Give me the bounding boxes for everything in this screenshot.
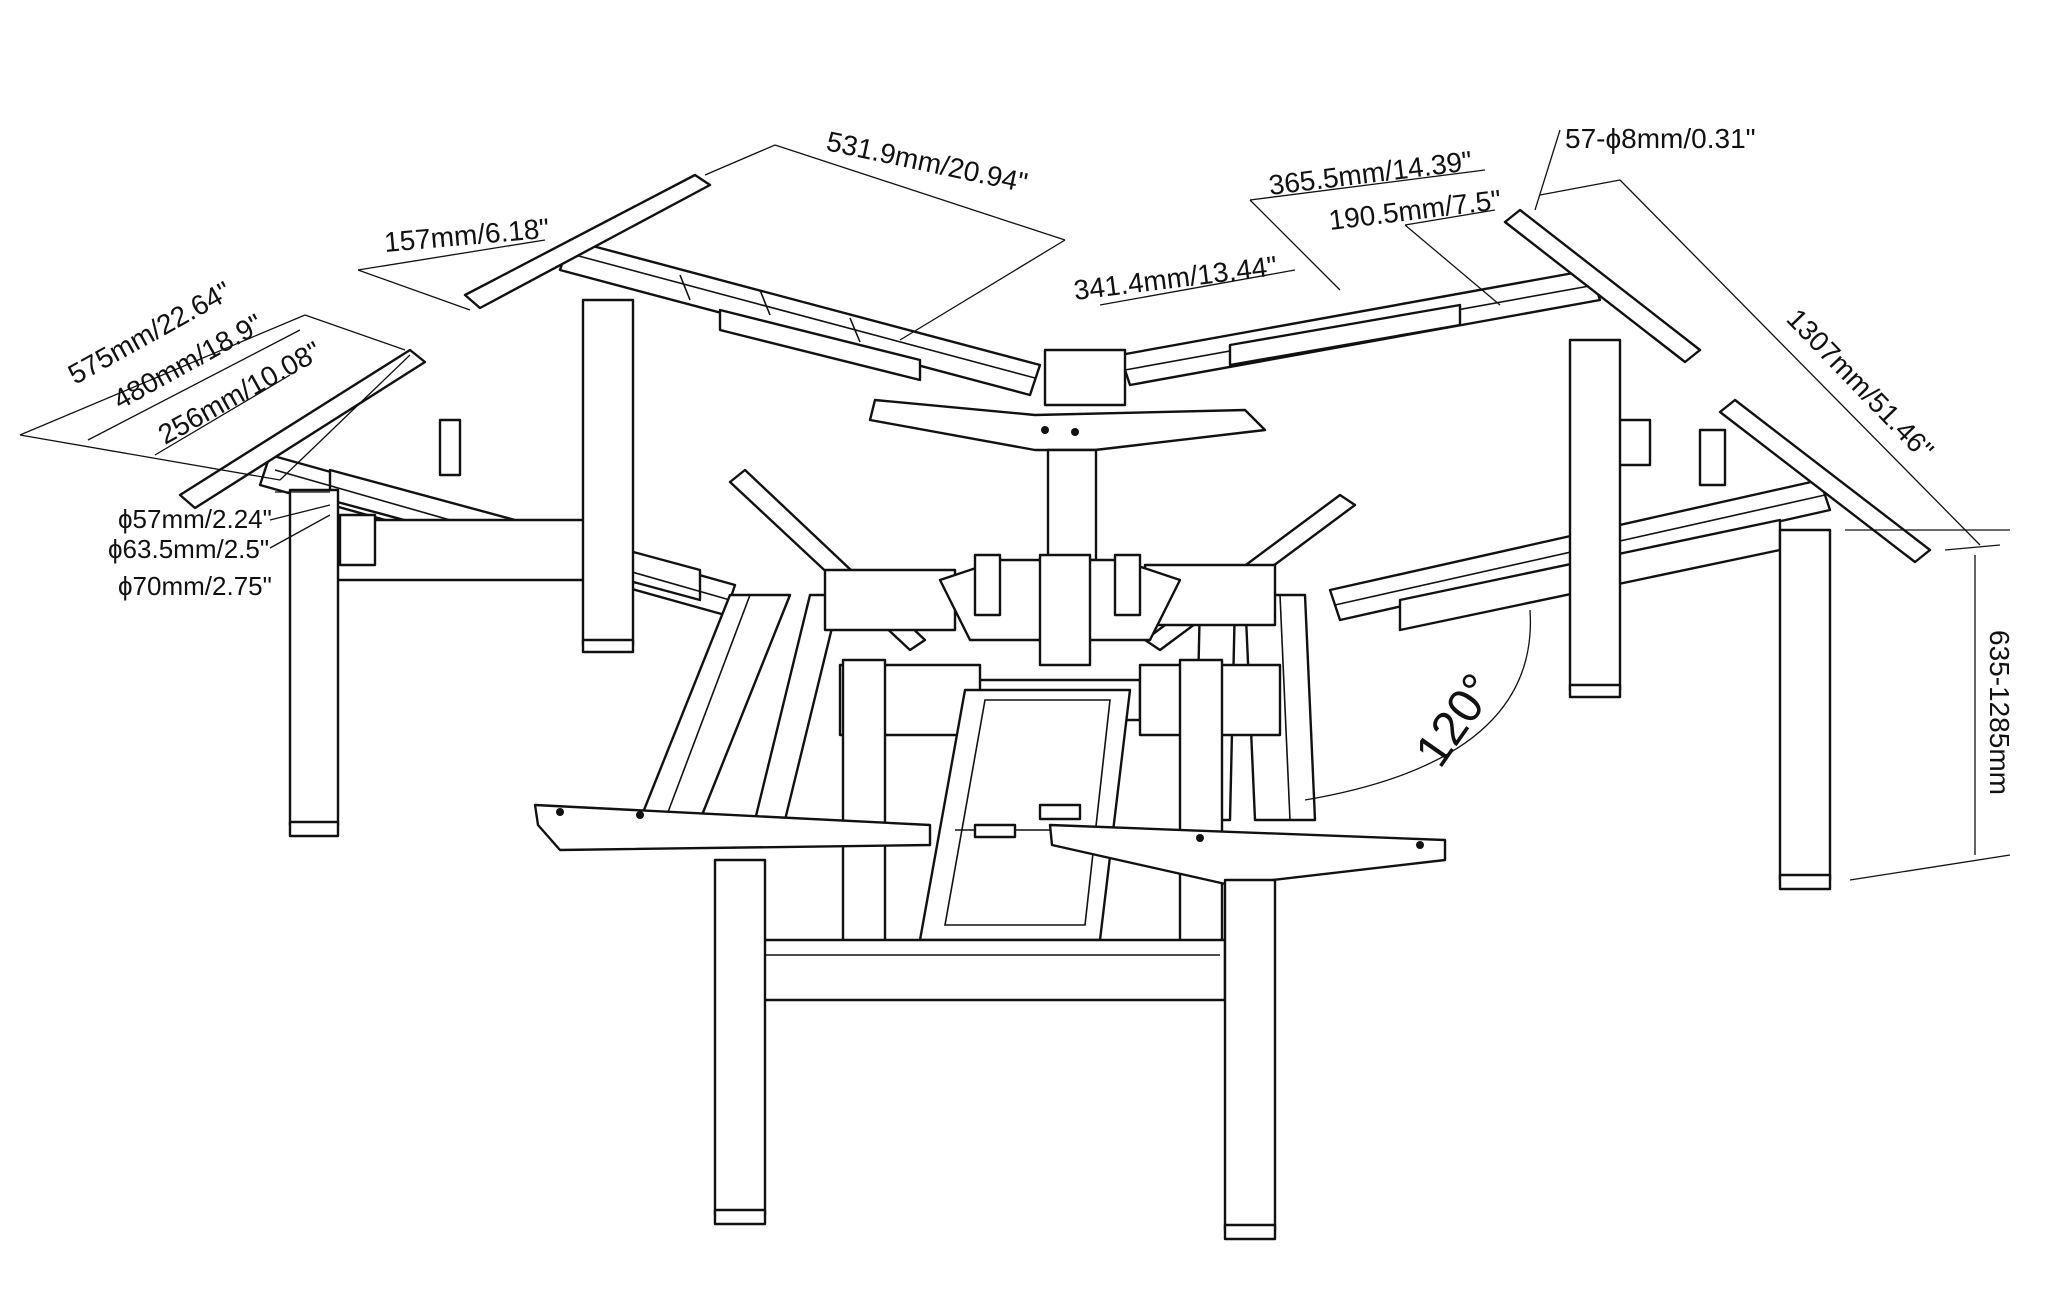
dim-1307: 1307mm/51.46" [1781,303,1940,466]
right-front-leg [1778,528,1832,882]
top-plate-right [1718,398,1932,564]
dim-holes: 57-ϕ8mm/0.31" [1565,123,1756,154]
left-arm [178,328,737,617]
front-right-arm [1143,493,1357,822]
back-left-arm [463,173,1042,397]
back-hub-bracket [1043,348,1127,407]
dim-531: 531.9mm/20.94" [824,126,1030,199]
back-right-arm [1118,208,1702,387]
dim-341: 341.4mm/13.44" [1072,250,1279,306]
inner-right-post [1178,658,1224,947]
top-plate-back-center [868,398,1267,452]
dim-leg-63: ϕ63.5mm/2.5" [108,534,269,564]
dim-height: 635-1285mm [1984,630,2015,795]
dim-190: 190.5mm/7.5" [1327,184,1503,236]
dim-leg-70: ϕ70mm/2.75" [118,571,272,601]
front-plate-right [1048,823,1447,887]
dimension-lines [19,129,2011,881]
left-back-leg [581,298,635,647]
dim-leg-57: ϕ57mm/2.24" [118,504,272,534]
top-plate-back-left [463,173,712,310]
front-crossbar [753,938,1227,1002]
back-center-leg [1046,448,1098,562]
inner-left-post [841,658,887,947]
right-back-leg [1568,338,1622,692]
dim-157: 157mm/6.18" [383,213,551,258]
front-left-leg [713,858,767,1217]
left-front-leg [288,488,340,827]
front-plate-left [533,803,932,852]
top-plate-back-right [1503,208,1702,364]
front-right-leg [1223,878,1277,1232]
right-arm [1328,398,1932,632]
top-plate-left [178,348,427,510]
front-left-arm [638,468,957,822]
